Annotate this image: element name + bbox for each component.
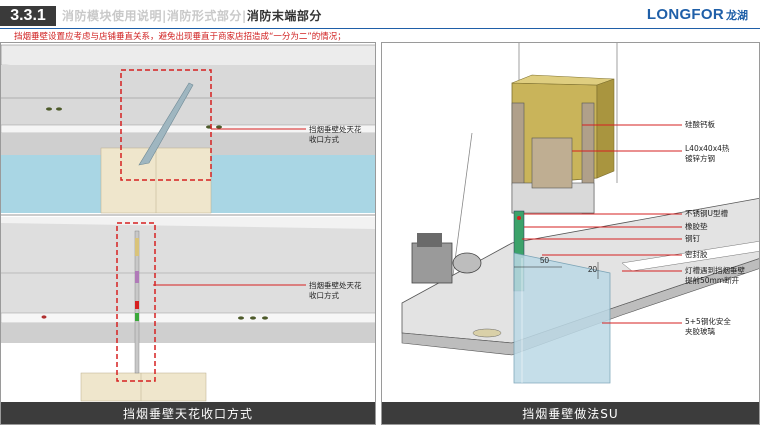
label-glass-line1: 5+5钢化安全 bbox=[685, 317, 731, 326]
logo-cn: 龙湖 bbox=[726, 9, 748, 22]
left-panel: 挡烟垂壁处天花 收口方式 挡烟垂壁处天花 收口方式 挡烟垂壁天花收口方式 bbox=[0, 42, 376, 425]
breadcrumb-separator: | bbox=[241, 9, 247, 23]
label-sealant: 密封胶 bbox=[685, 250, 708, 259]
label-rubber-pad: 橡胶垫 bbox=[685, 222, 708, 231]
ceiling-detail-drawing bbox=[1, 43, 375, 402]
right-panel: 50 20 硅酸钙板 L40x40x4热 镀锌方钢 不锈钢U型槽 橡胶垫 钢钉 … bbox=[381, 42, 760, 425]
smoke-barrier-section-drawing bbox=[401, 43, 759, 384]
label-light-slot-line1: 灯槽遇到挡烟垂壁 bbox=[685, 266, 745, 275]
label-board: 硅酸钙板 bbox=[685, 120, 715, 129]
breadcrumb-separator: | bbox=[162, 9, 167, 23]
label-steel-line2: 镀锌方钢 bbox=[685, 154, 715, 163]
callout-bottom-line2: 收口方式 bbox=[309, 291, 339, 300]
callout-bottom-line1: 挡烟垂壁处天花 bbox=[309, 281, 362, 290]
brand-logo: LONGFOR 龙湖 bbox=[647, 6, 748, 23]
dimension-20: 20 bbox=[588, 265, 597, 274]
label-u-channel: 不锈钢U型槽 bbox=[685, 209, 728, 218]
page-title: 消防模块使用说明|消防形式部分|消防末端部分 bbox=[62, 7, 322, 24]
callout-top-line1: 挡烟垂壁处天花 bbox=[309, 125, 362, 134]
label-steel-line1: L40x40x4热 bbox=[685, 144, 730, 153]
section-number: 3.3.1 bbox=[0, 6, 56, 26]
label-light-slot-line2: 提前50mm断开 bbox=[685, 276, 740, 285]
breadcrumb-item-1: 消防模块使用说明 bbox=[62, 9, 163, 23]
left-panel-caption: 挡烟垂壁天花收口方式 bbox=[1, 402, 375, 424]
breadcrumb-current: 消防末端部分 bbox=[246, 9, 322, 23]
logo-text: LONGFOR bbox=[646, 6, 724, 23]
right-panel-caption: 挡烟垂壁做法SU bbox=[382, 402, 759, 424]
design-note: 挡烟垂壁设置应考虑与店铺垂直关系，避免出现垂直于商家店招造成“一分为二”的情况； bbox=[14, 32, 346, 42]
label-steel-nail: 钢钉 bbox=[685, 234, 700, 243]
dimension-50: 50 bbox=[540, 256, 549, 265]
label-glass-line2: 夹胶玻璃 bbox=[685, 327, 715, 336]
callout-top-line2: 收口方式 bbox=[309, 135, 339, 144]
breadcrumb-item-2: 消防形式部分 bbox=[166, 9, 242, 23]
header-divider bbox=[0, 28, 760, 29]
